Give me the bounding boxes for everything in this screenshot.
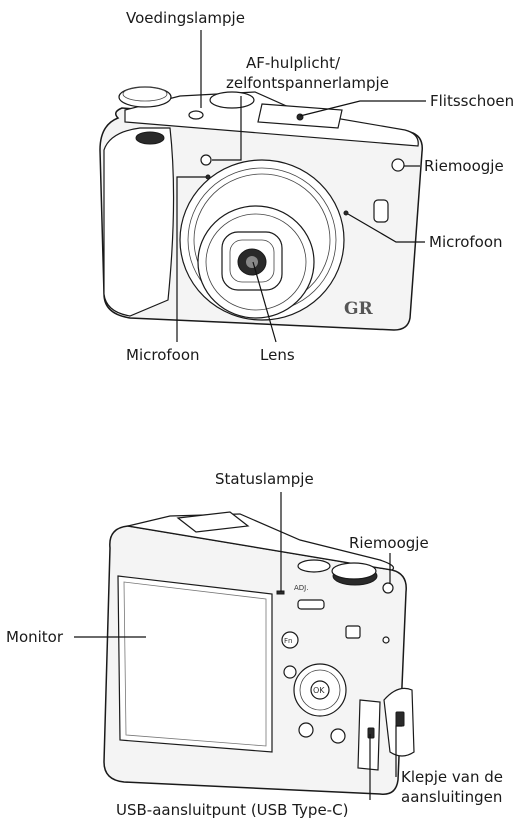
- leader-microfoon-right: [347, 213, 425, 243]
- label-klepje-line1: Klepje van de: [401, 768, 503, 786]
- label-flitsschoen: Flitsschoen: [430, 92, 514, 110]
- camera-adj-text: ADJ.: [294, 584, 308, 592]
- leader-lens: [252, 261, 277, 343]
- label-microfoon-right: Microfoon: [429, 233, 503, 251]
- label-usb: USB-aansluitpunt (USB Type-C): [116, 801, 348, 819]
- label-voedingslampje: Voedingslampje: [126, 9, 245, 27]
- camera-ok-text: OK: [313, 686, 325, 695]
- leader-flitsschoen: [299, 100, 426, 117]
- label-monitor: Monitor: [6, 628, 64, 646]
- leader-af-hulplicht: [212, 96, 242, 161]
- label-microfoon-bottom: Microfoon: [126, 346, 200, 364]
- label-riemoogje-back: Riemoogje: [349, 534, 429, 552]
- label-af-line1: AF-hulplicht/: [246, 54, 341, 72]
- camera-back-illustration: ADJ. Fn OK: [103, 511, 415, 795]
- label-riemoogje-front: Riemoogje: [424, 157, 504, 175]
- camera-fn-text: Fn: [284, 637, 292, 645]
- leader-microfoon-bottom: [176, 176, 206, 342]
- camera-front-illustration: GR: [99, 86, 423, 331]
- camera-brand-text: GR: [344, 299, 374, 319]
- label-klepje-line2: aansluitingen: [401, 788, 502, 806]
- label-lens: Lens: [260, 346, 295, 364]
- label-statuslampje: Statuslampje: [215, 470, 314, 488]
- label-af-line2: zelfontspannerlampje: [226, 74, 389, 92]
- leader-klepje: [395, 725, 402, 777]
